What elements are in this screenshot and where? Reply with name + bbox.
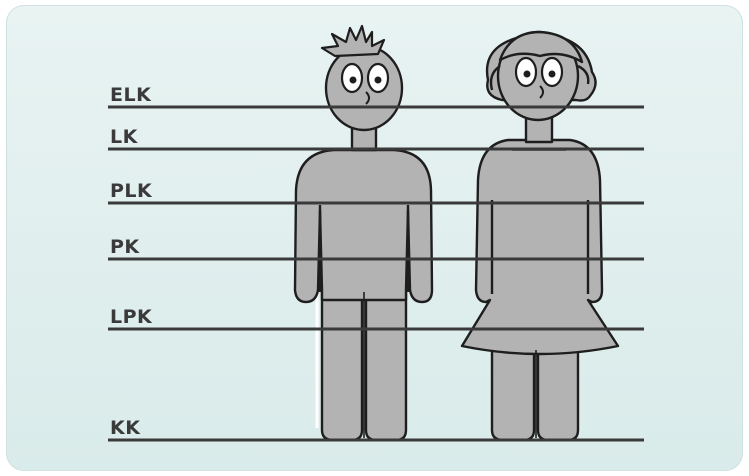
girl-figure xyxy=(462,32,618,440)
diagram-card: ELK LK PLK PK LPK KK xyxy=(6,5,743,471)
height-levels-diagram: ELK LK PLK PK LPK KK xyxy=(6,5,743,471)
level-label-kk: KK xyxy=(110,417,141,439)
level-label-pk: PK xyxy=(110,236,140,258)
level-label-lk: LK xyxy=(110,126,139,148)
boy-figure xyxy=(295,26,432,440)
level-label-lpk: LPK xyxy=(110,306,153,328)
level-label-elk: ELK xyxy=(110,84,152,106)
level-label-plk: PLK xyxy=(110,180,153,202)
level-labels: ELK LK PLK PK LPK KK xyxy=(110,84,153,439)
